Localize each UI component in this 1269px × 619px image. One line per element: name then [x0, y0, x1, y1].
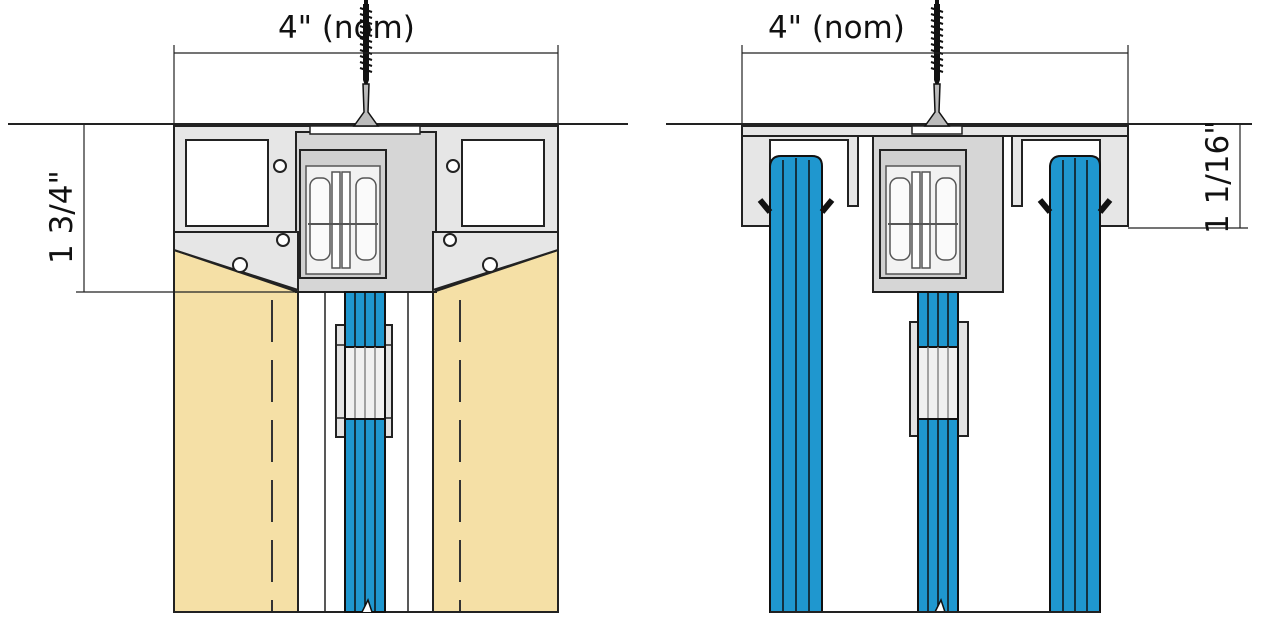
left-roller-carrier [299, 149, 387, 279]
right-door-panel-left [757, 155, 835, 613]
right-door-panel-right [1037, 155, 1113, 613]
screw-icon [924, 0, 950, 127]
left-door-panel [335, 291, 393, 613]
right-width-dimension: 4" (nom) [741, 10, 1129, 124]
right-door-panel-center [909, 291, 969, 613]
right-height-label: 1 1/16" [1200, 121, 1236, 234]
left-detail: 4" (nom) 1 3/4" [8, 0, 628, 613]
left-width-dimension: 4" (nom) [173, 10, 559, 124]
right-height-dimension: 1 1/16" [1128, 121, 1248, 234]
left-wood-jambs [173, 248, 559, 613]
left-height-label: 1 3/4" [44, 170, 80, 264]
left-width-label: 4" (nom) [278, 10, 415, 46]
right-roller-carrier [879, 149, 967, 279]
right-width-label: 4" (nom) [768, 10, 905, 46]
left-height-dimension: 1 3/4" [44, 124, 296, 293]
right-detail: 4" (nom) 1 1/16" [666, 0, 1252, 613]
